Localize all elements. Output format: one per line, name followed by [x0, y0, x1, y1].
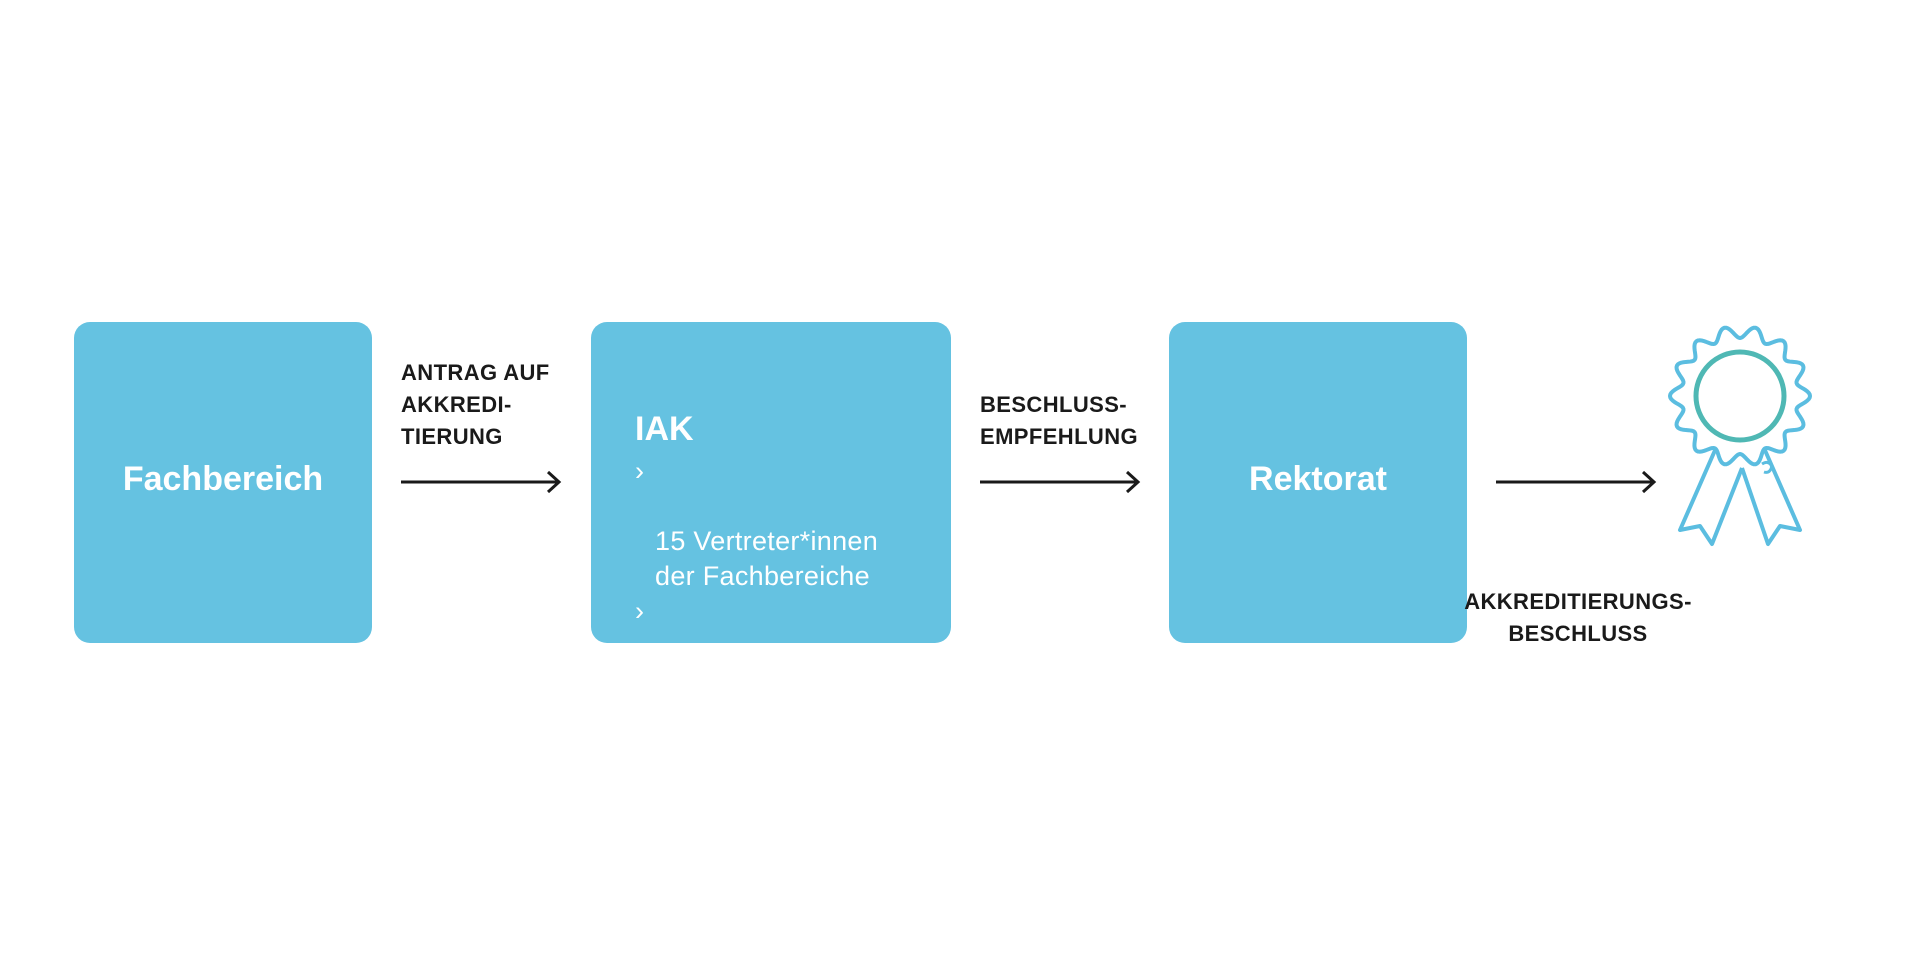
arrow-right-icon — [980, 470, 1141, 494]
node-rektorat-label: Rektorat — [1249, 460, 1387, 498]
award-ribbon-icon — [1668, 325, 1812, 546]
arrow-right-icon — [1496, 470, 1657, 494]
list-item: › 15 Vertreter*innen der Fachbereiche — [635, 454, 878, 594]
node-fachbereich: Fachbereich — [74, 322, 372, 643]
arrow-right-icon — [401, 470, 562, 494]
chevron-right-icon: › — [635, 456, 645, 486]
edge-label-antrag: ANTRAG AUF AKKREDI- TIERUNG — [401, 360, 550, 449]
edge-label-beschluss: BESCHLUSS- EMPFEHLUNG — [980, 392, 1138, 449]
node-iak-label: IAK — [635, 410, 694, 448]
node-iak: IAK › 15 Vertreter*innen der Fachbereich… — [591, 322, 951, 696]
node-fachbereich-label: Fachbereich — [122, 460, 324, 498]
chevron-right-icon: › — [635, 596, 645, 626]
outcome-label: AKKREDITIERUNGS- BESCHLUSS — [1464, 589, 1692, 646]
list-item-text: 15 Vertreter*innen der Fachbereiche — [655, 526, 879, 591]
node-rektorat: Rektorat — [1169, 322, 1467, 643]
list-item: › 3 Studierende — [635, 594, 878, 699]
node-iak-members: › 15 Vertreter*innen der Fachbereiche › … — [635, 454, 878, 699]
list-item-text: 3 Studierende — [655, 666, 828, 696]
